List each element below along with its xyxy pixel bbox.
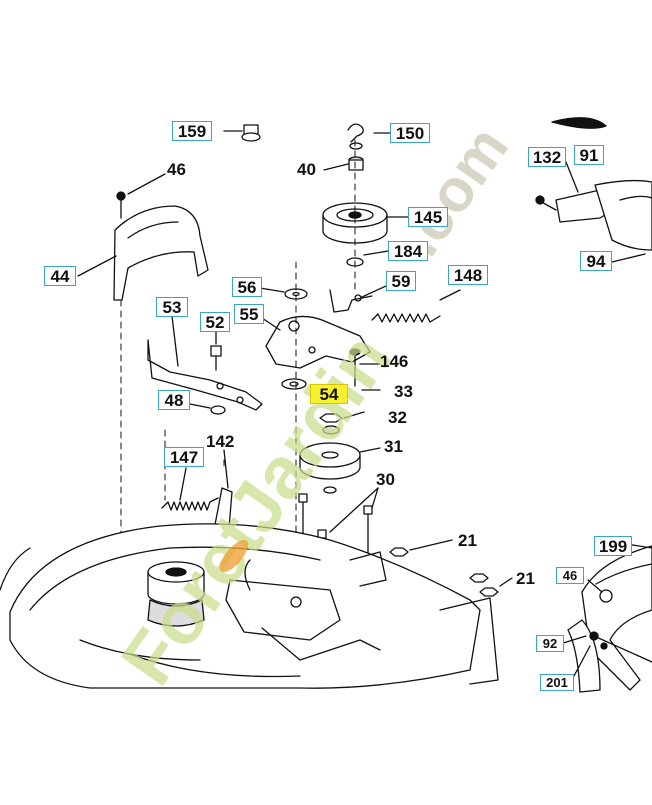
label-21-lower: 21 bbox=[516, 569, 535, 588]
label-21-upper: 21 bbox=[458, 531, 477, 550]
callout-150: 150 bbox=[390, 123, 430, 143]
callout-159: 159 bbox=[172, 121, 212, 141]
callout-94: 94 bbox=[580, 251, 612, 271]
bolt-159 bbox=[223, 124, 261, 142]
callout-59: 59 bbox=[386, 271, 416, 291]
spindle-assembly bbox=[147, 561, 205, 627]
callout-145: 145 bbox=[408, 207, 448, 227]
label-146: 146 bbox=[380, 352, 409, 371]
callout-184: 184 bbox=[388, 241, 428, 261]
callout-199: 199 bbox=[594, 536, 632, 556]
callout-48: 48 bbox=[158, 390, 190, 410]
callout-148: 148 bbox=[448, 265, 488, 285]
idler-arm-55 bbox=[265, 315, 371, 369]
callout-56: 56 bbox=[232, 277, 262, 297]
label-30: 30 bbox=[376, 470, 395, 489]
callout-147: 147 bbox=[164, 447, 204, 467]
callout-46-right: 46 bbox=[556, 567, 584, 584]
label-32: 32 bbox=[388, 408, 407, 427]
callout-91: 91 bbox=[574, 145, 604, 165]
callout-52: 52 bbox=[200, 312, 230, 332]
callout-55: 55 bbox=[234, 304, 264, 324]
callout-92: 92 bbox=[536, 635, 564, 652]
callout-201: 201 bbox=[540, 674, 574, 691]
label-31: 31 bbox=[384, 437, 403, 456]
label-46: 46 bbox=[167, 160, 186, 179]
callout-54-highlighted: 54 bbox=[310, 384, 348, 404]
idler-pulley-31 bbox=[299, 442, 361, 480]
callout-44: 44 bbox=[44, 266, 76, 286]
label-142: 142 bbox=[206, 432, 235, 451]
label-33: 33 bbox=[394, 382, 413, 401]
label-40: 40 bbox=[297, 160, 316, 179]
callout-53: 53 bbox=[156, 297, 188, 317]
callout-132: 132 bbox=[528, 147, 566, 167]
